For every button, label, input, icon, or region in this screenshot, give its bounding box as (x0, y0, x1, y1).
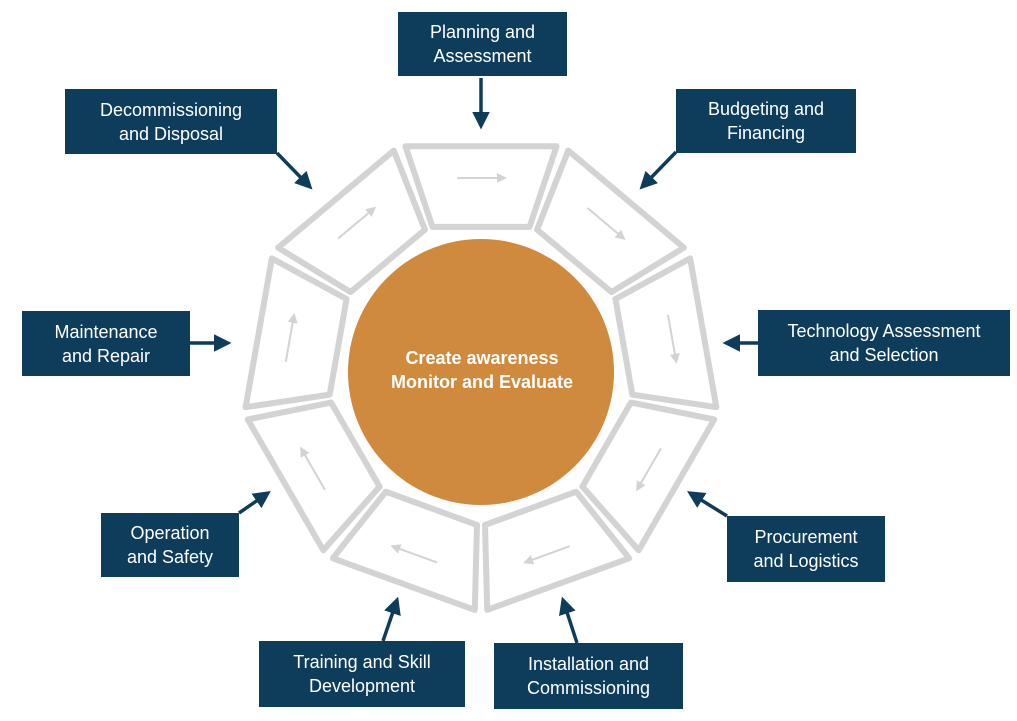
center-label: Create awareness Monitor and Evaluate (390, 348, 574, 392)
ring-flow-arrow (636, 447, 662, 492)
stage-box-operation-and-safety: Operation and Safety (101, 513, 239, 577)
ring-flow-arrow (300, 446, 326, 491)
stage-box-technology-assessment-and-selection: Technology Assessment and Selection (758, 310, 1010, 376)
ring-segment (242, 255, 350, 411)
pointer-arrow (687, 491, 728, 518)
stage-box-decommissioning-and-disposal: Decommissioning and Disposal (65, 89, 277, 154)
ring-segment (579, 399, 718, 554)
ring-flow-arrow (666, 314, 680, 364)
pointer-arrow (639, 150, 678, 190)
pointer-arrow (275, 151, 313, 190)
ring-flow-arrow (337, 206, 377, 240)
stage-box-training-and-skill-development: Training and Skill Development (259, 641, 465, 707)
ring-segment (244, 399, 383, 554)
pointer-arrow (381, 596, 401, 642)
pointer-arrow (559, 596, 579, 644)
stage-box-maintenance-and-repair: Maintenance and Repair (22, 311, 190, 376)
ring-segment (402, 143, 560, 230)
pointer-arrow (238, 491, 271, 515)
stage-box-procurement-and-logistics: Procurement and Logistics (727, 516, 885, 582)
ring-segment (612, 255, 720, 411)
stage-box-planning-and-assessment: Planning and Assessment (398, 12, 567, 76)
cycle-ring (242, 143, 720, 613)
ring-flow-arrow (586, 207, 626, 240)
ring-flow-arrow (523, 545, 571, 565)
ring-flow-arrow (390, 544, 438, 564)
ring-segment (534, 147, 687, 296)
stage-box-installation-and-commissioning: Installation and Commissioning (494, 643, 683, 709)
center-circle (348, 239, 614, 505)
stage-pointer-arrows (190, 78, 758, 644)
ring-flow-arrow (284, 312, 298, 362)
stage-box-budgeting-and-financing: Budgeting and Financing (676, 89, 856, 153)
ring-segment (275, 147, 428, 296)
